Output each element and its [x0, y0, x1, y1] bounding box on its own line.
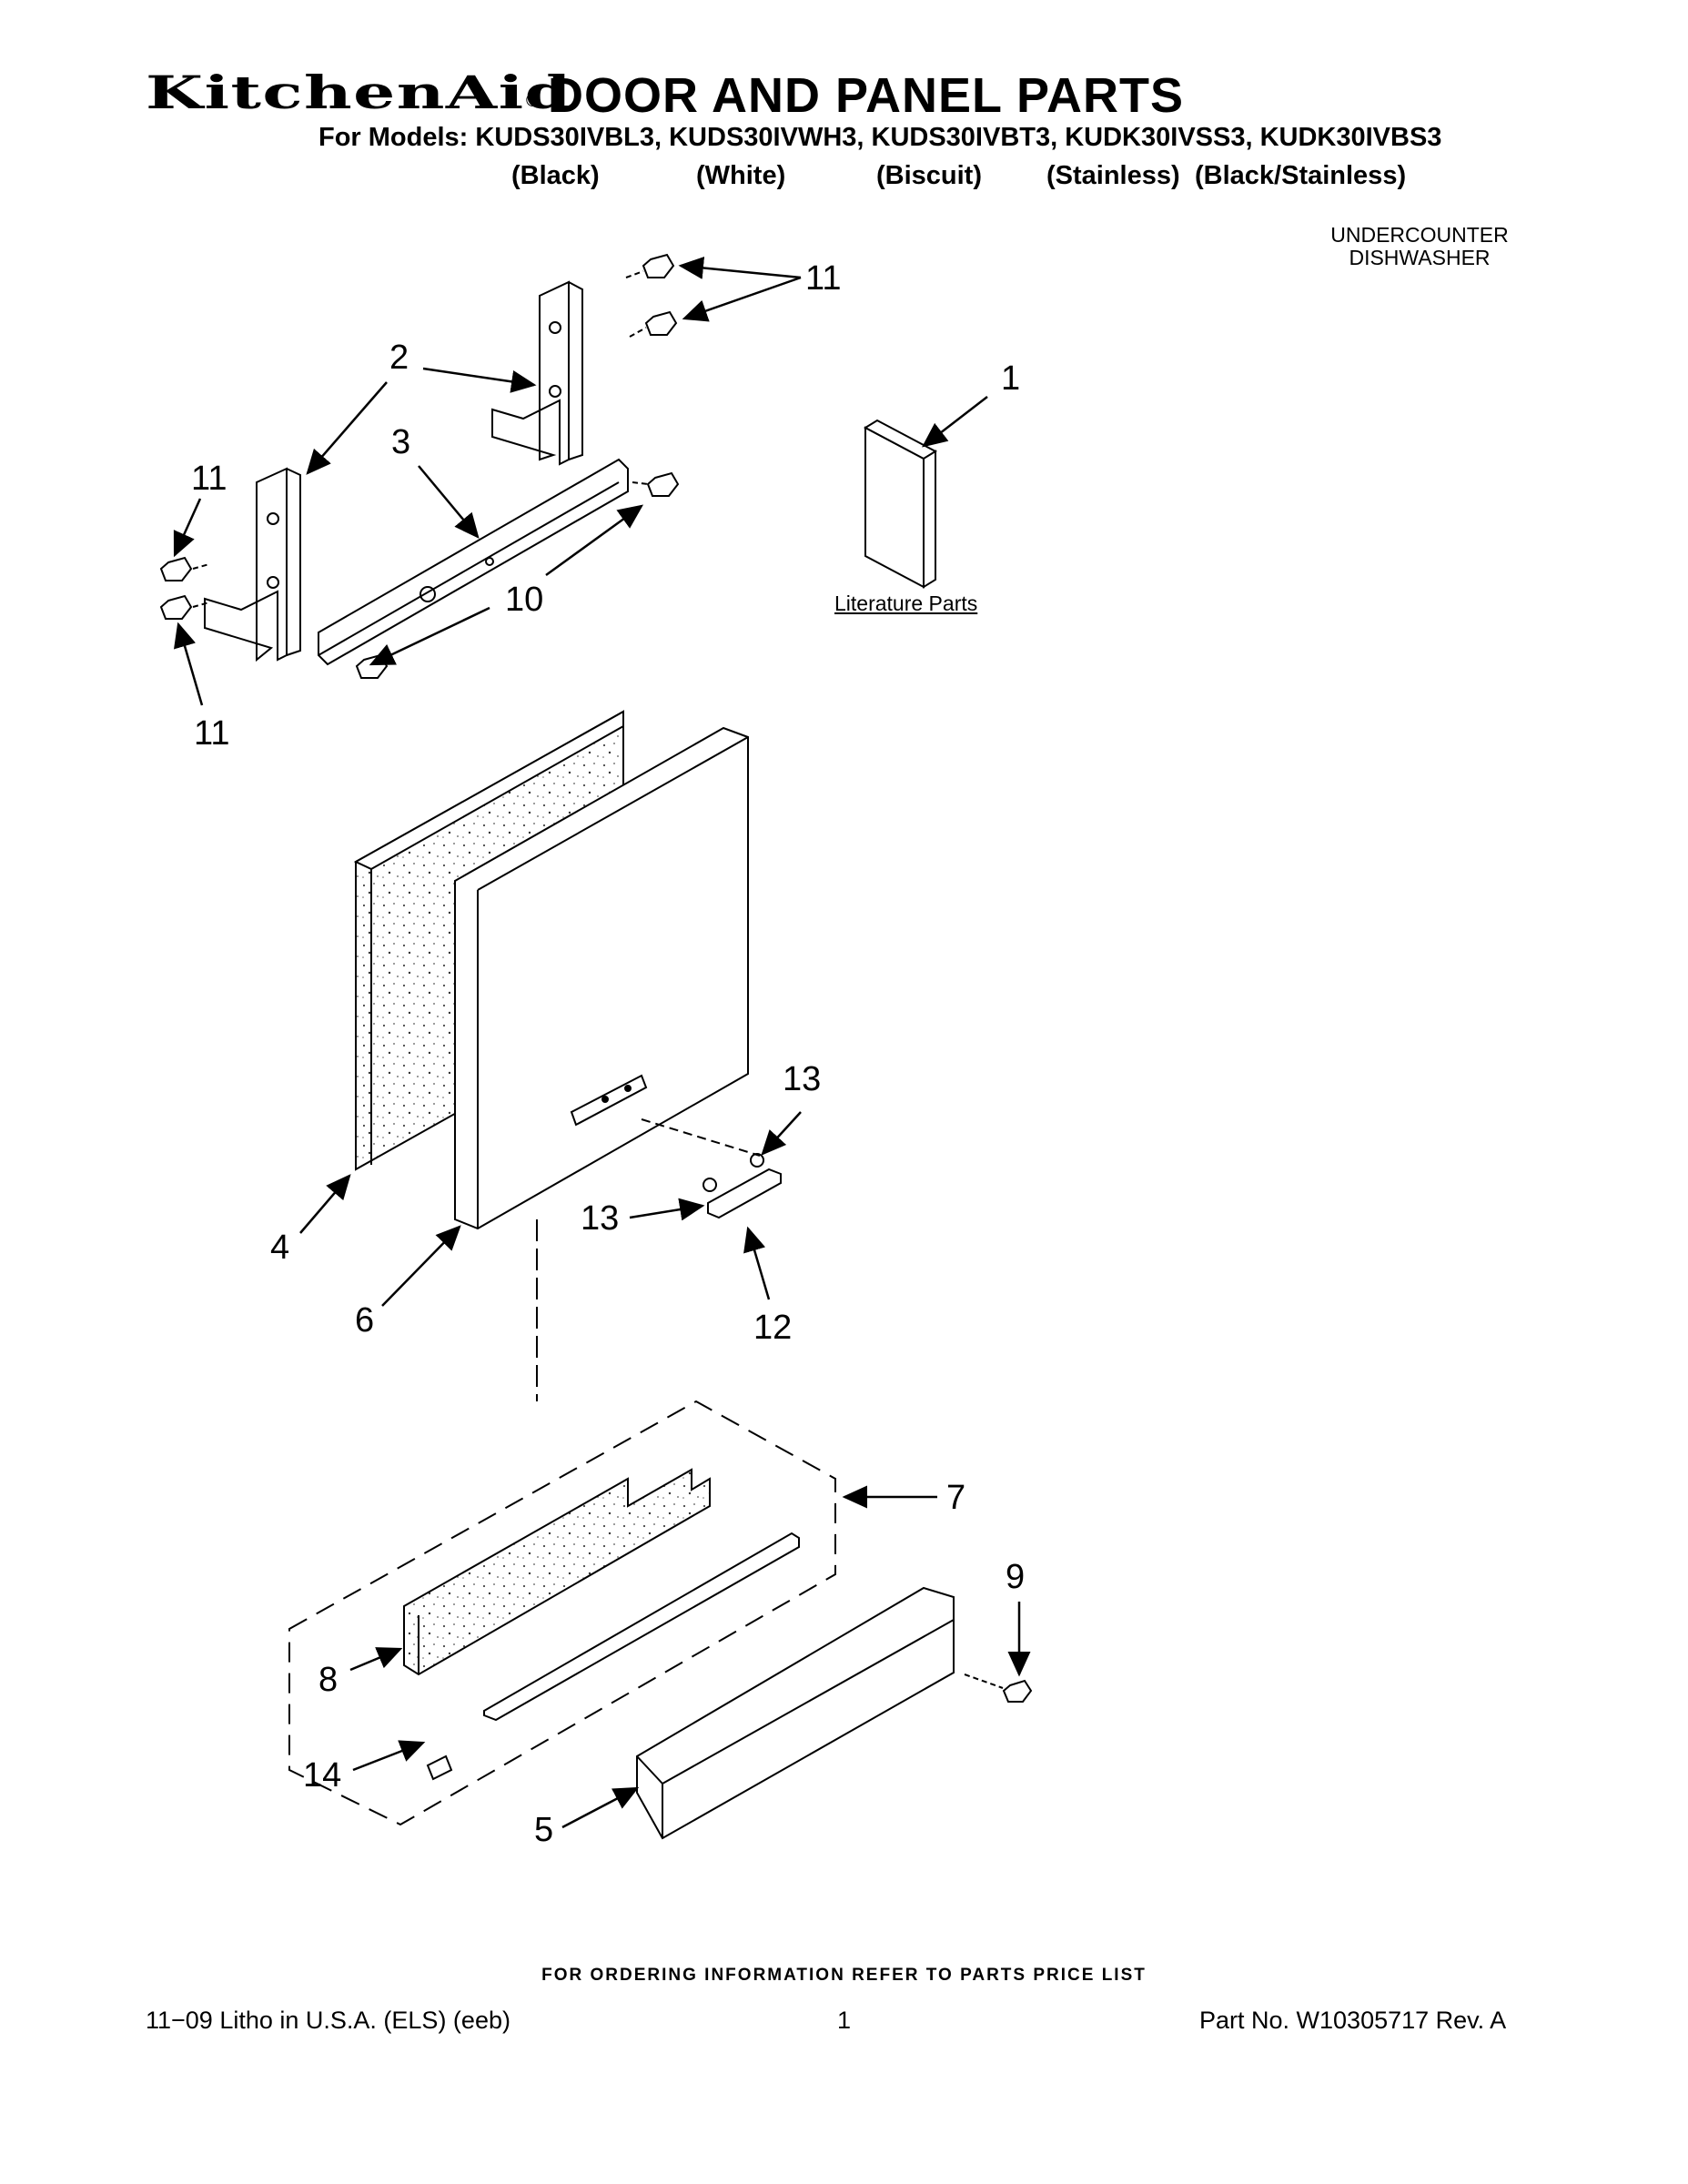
callout-1: 1: [1001, 359, 1021, 398]
page-title: DOOR AND PANEL PARTS: [548, 68, 1185, 123]
toe-panel-inner: [483, 1532, 800, 1722]
color-stainless: (Stainless): [1046, 161, 1180, 190]
ordering-note: FOR ORDERING INFORMATION REFER TO PARTS …: [541, 1966, 1147, 1985]
product-type: UNDERCOUNTER DISHWASHER: [1310, 224, 1529, 269]
registered-mark: ®: [526, 91, 540, 111]
handle-and-nuts: [536, 1118, 782, 1401]
callout-6: 6: [355, 1301, 375, 1340]
header: KitchenAid ® DOOR AND PANEL PARTS: [146, 66, 1183, 123]
literature-parts-label: Literature Parts: [834, 592, 978, 615]
leader-arrows: [173, 257, 1031, 1829]
page-number: 1: [837, 2007, 852, 2034]
upper-hinge-bracket: [491, 280, 583, 466]
color-black-stainless: (Black/Stainless): [1195, 161, 1407, 190]
screws: [159, 253, 1033, 1703]
color-black: (Black): [511, 161, 600, 190]
toe-panel-group: [288, 1400, 836, 1826]
callout-14: 14: [303, 1756, 342, 1795]
color-biscuit: (Biscuit): [876, 161, 982, 190]
product-type-line-1: UNDERCOUNTER: [1330, 223, 1509, 247]
product-type-line-2: DISHWASHER: [1349, 246, 1491, 269]
callout-13-lower: 13: [581, 1199, 620, 1238]
callout-2: 2: [389, 339, 409, 377]
callout-7: 7: [946, 1479, 966, 1517]
foam-strip: [403, 1468, 711, 1676]
callout-9: 9: [1006, 1558, 1026, 1596]
clip: [426, 1754, 453, 1781]
callout-10: 10: [505, 581, 544, 619]
callout-11-bottom: 11: [194, 714, 230, 753]
outer-door-panel: [454, 726, 749, 1230]
brand-logo: KitchenAid: [146, 66, 572, 119]
callout-5: 5: [534, 1811, 554, 1849]
callout-3: 3: [391, 423, 411, 461]
kick-plate: [636, 1586, 955, 1840]
literature-booklet: [863, 419, 938, 589]
color-white: (White): [696, 161, 786, 190]
callout-11-left: 11: [191, 460, 227, 498]
callout-4: 4: [270, 1228, 290, 1267]
models-line: For Models: KUDS30IVBL3, KUDS30IVWH3, KU…: [318, 123, 1442, 152]
callout-12: 12: [753, 1309, 793, 1347]
callout-8: 8: [318, 1661, 339, 1699]
lower-hinge-bracket: [204, 467, 301, 662]
litho-info: 11−09 Litho in U.S.A. (ELS) (eeb): [146, 2007, 510, 2034]
callout-13-upper: 13: [783, 1060, 822, 1098]
part-number: Part No. W10305717 Rev. A: [1199, 2007, 1507, 2034]
mounting-rail: [318, 458, 629, 666]
callout-11-top: 11: [805, 259, 842, 298]
